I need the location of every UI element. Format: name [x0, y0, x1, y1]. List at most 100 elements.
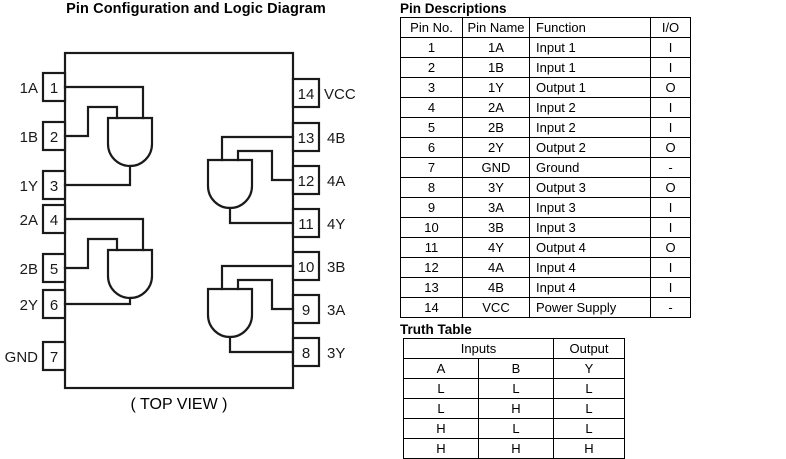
gate-2-output-wire: [63, 296, 132, 306]
cell-pin-name: 3A: [462, 197, 530, 218]
cell-function: Input 1: [529, 57, 651, 78]
cell-pin-name: 2A: [462, 97, 530, 118]
cell-pin-name: 2Y: [462, 137, 530, 158]
pin-label-4Y: 4Y: [327, 216, 345, 233]
cell-io: -: [650, 297, 691, 318]
gate-1-input-a-wire: [63, 85, 145, 120]
pin-number-8: 8: [302, 345, 310, 362]
cell-io: I: [650, 277, 691, 298]
pin-label-2Y: 2Y: [20, 297, 38, 314]
gate-1-input-b-wire: [63, 105, 119, 138]
pin-label-VCC: VCC: [324, 86, 356, 103]
gate-1-output-wire: [63, 164, 132, 187]
header-input-b: B: [478, 358, 554, 379]
cell-pin-no: 2: [400, 57, 463, 78]
header-output-y: Y: [553, 358, 625, 379]
header-output: Output: [553, 338, 625, 359]
pin-number-11: 11: [298, 216, 314, 233]
pin-number-7: 7: [50, 349, 58, 366]
cell-io: I: [650, 117, 691, 138]
cell-output-y: L: [553, 378, 625, 399]
pin-label-1A: 1A: [20, 80, 38, 97]
cell-pin-no: 9: [400, 197, 463, 218]
chip-body-outline: [63, 51, 295, 390]
pin-box-14: [291, 77, 321, 109]
header-pin-name: Pin Name: [462, 17, 530, 38]
logic-diagram-svg: 1 2 3 4 5 6 7 14 13 12 11 10 9 8 1A 1B 1…: [5, 51, 356, 390]
pin-number-6: 6: [50, 297, 58, 314]
pin-number-10: 10: [298, 259, 315, 276]
cell-function: Input 3: [529, 217, 651, 238]
cell-output-y: L: [553, 398, 625, 419]
cell-input-b: L: [478, 378, 554, 399]
cell-io: I: [650, 257, 691, 278]
cell-pin-no: 8: [400, 177, 463, 198]
cell-pin-no: 5: [400, 117, 463, 138]
truth-group-header-row: Inputs Output: [403, 338, 625, 359]
cell-pin-name: 4Y: [462, 237, 530, 258]
cell-pin-no: 10: [400, 217, 463, 238]
page-title: Pin Configuration and Logic Diagram: [66, 1, 326, 17]
header-input-a: A: [403, 358, 479, 379]
header-function: Function: [529, 17, 651, 38]
pin-label-3Y: 3Y: [327, 345, 345, 362]
pin-number-3: 3: [50, 178, 58, 195]
and-gate-3-body: [206, 287, 254, 339]
gate-4-input-b-wire: [220, 135, 295, 162]
cell-input-b: H: [478, 438, 554, 459]
pin-label-4B: 4B: [327, 130, 345, 147]
cell-pin-no: 4: [400, 97, 463, 118]
cell-function: Power Supply: [529, 297, 651, 318]
pin-label-2A: 2A: [20, 212, 38, 229]
cell-io: O: [650, 237, 691, 258]
pin-number-9: 9: [302, 302, 310, 319]
pin-configuration-panel: Pin Configuration and Logic Diagram: [0, 0, 392, 452]
cell-function: Input 4: [529, 257, 651, 278]
pin-label-3A: 3A: [327, 302, 345, 319]
cell-io: I: [650, 197, 691, 218]
pin-number-14: 14: [298, 86, 315, 103]
and-gate-2-body: [106, 248, 154, 300]
gate-3-output-wire: [228, 335, 295, 354]
cell-pin-name: 1Y: [462, 77, 530, 98]
cell-io: I: [650, 217, 691, 238]
cell-io: -: [650, 157, 691, 178]
tables-panel: Pin Descriptions Pin No. Pin Name Functi…: [396, 0, 786, 459]
gate-2-input-a-wire: [63, 217, 145, 252]
cell-pin-name: GND: [462, 157, 530, 178]
cell-pin-name: 4B: [462, 277, 530, 298]
pin-label-4A: 4A: [327, 173, 345, 190]
cell-io: I: [650, 97, 691, 118]
cell-pin-name: 3B: [462, 217, 530, 238]
top-view-label: ( TOP VIEW ): [130, 396, 228, 413]
cell-pin-no: 11: [400, 237, 463, 258]
cell-pin-name: 1A: [462, 37, 530, 58]
cell-input-b: L: [478, 418, 554, 439]
gate-4-output-wire: [228, 206, 295, 225]
cell-pin-name: 1B: [462, 57, 530, 78]
cell-function: Input 1: [529, 37, 651, 58]
cell-output-y: H: [553, 438, 625, 459]
cell-io: O: [650, 137, 691, 158]
gate-2-input-b-wire: [63, 237, 119, 270]
cell-pin-name: 4A: [462, 257, 530, 278]
cell-function: Input 3: [529, 197, 651, 218]
table-header-row: Pin No. Pin Name Function I/O: [400, 17, 691, 38]
gate-3-input-a-wire: [236, 278, 295, 311]
cell-pin-no: 6: [400, 137, 463, 158]
pin-label-1Y: 1Y: [20, 178, 38, 195]
cell-pin-no: 1: [400, 37, 463, 58]
pin-box-7: [41, 340, 67, 372]
